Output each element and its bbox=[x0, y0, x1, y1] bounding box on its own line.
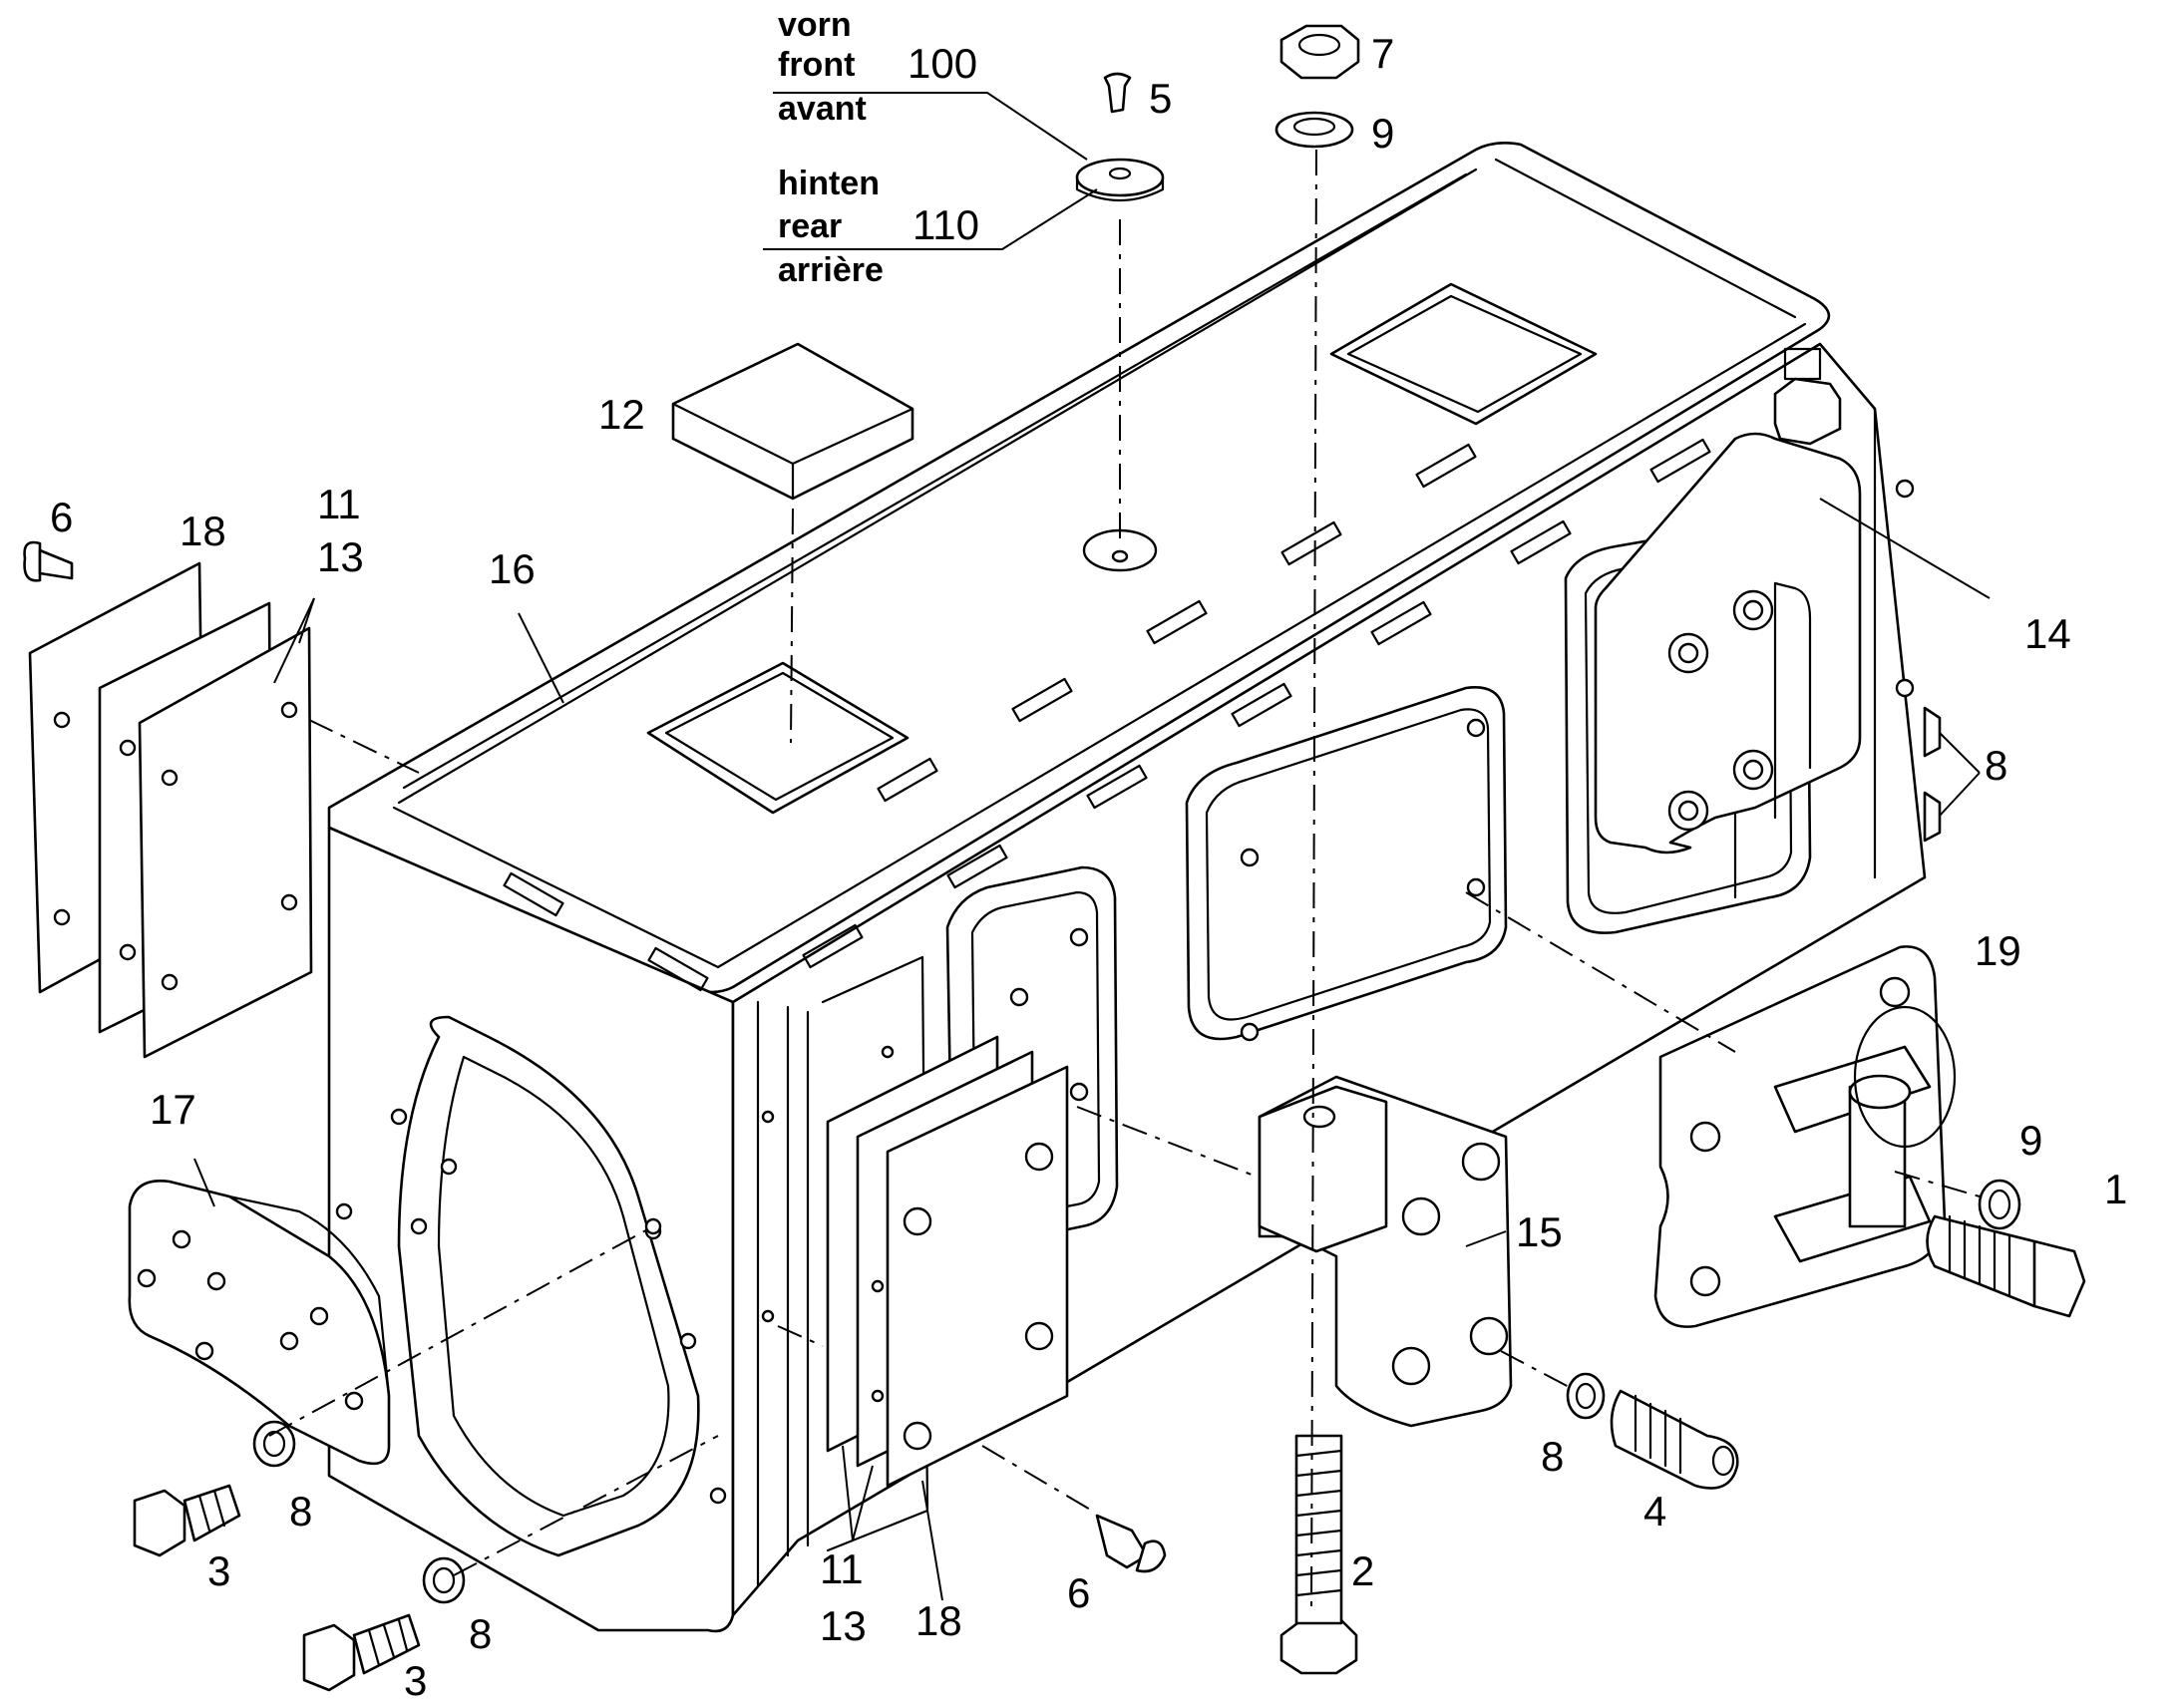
bracket-17 bbox=[128, 1179, 391, 1466]
callout-2: 2 bbox=[1351, 1547, 1374, 1594]
note-rear-de: hinten bbox=[778, 165, 880, 202]
callout-9-right: 9 bbox=[2019, 1117, 2042, 1164]
callout-12: 12 bbox=[598, 391, 645, 438]
note-front-de: vorn bbox=[778, 6, 852, 44]
mount-plate-14 bbox=[1594, 347, 1942, 854]
cover-plate-12 bbox=[671, 342, 914, 501]
callout-5: 5 bbox=[1149, 75, 1172, 122]
note-rear-fr: arrière bbox=[778, 251, 884, 289]
callout-9-top: 9 bbox=[1371, 110, 1394, 157]
callout-3-b: 3 bbox=[404, 1657, 427, 1704]
note-front: vorn front 100 avant bbox=[778, 6, 977, 128]
callout-17: 17 bbox=[150, 1086, 196, 1133]
callout-18-left: 18 bbox=[180, 508, 226, 554]
callout-14: 14 bbox=[2024, 610, 2071, 657]
callouts: 7 9 5 12 6 18 11 13 16 14 8 19 17 9 1 15… bbox=[50, 30, 2127, 1704]
callout-11-left: 11 bbox=[317, 481, 361, 527]
callout-13-front: 13 bbox=[820, 1602, 867, 1649]
note-rear: hinten rear 110 arrière bbox=[778, 165, 979, 289]
note-rear-en: rear bbox=[778, 207, 842, 245]
callout-6-lower: 6 bbox=[1067, 1569, 1090, 1616]
note-front-fr: avant bbox=[778, 90, 867, 128]
housing-16 bbox=[327, 142, 1927, 1633]
callout-8-right: 8 bbox=[1985, 742, 2007, 789]
bracket-19 bbox=[1653, 945, 1957, 1328]
callout-16: 16 bbox=[489, 545, 536, 592]
note-front-en: front bbox=[778, 46, 855, 84]
shim-plates-left bbox=[28, 561, 313, 1059]
callout-8-left-a: 8 bbox=[289, 1488, 312, 1535]
axis-lines bbox=[268, 149, 1981, 1616]
callout-15: 15 bbox=[1516, 1208, 1563, 1255]
leader-lines bbox=[193, 92, 1991, 1601]
callout-8-mid: 8 bbox=[1541, 1433, 1564, 1480]
callout-7: 7 bbox=[1371, 30, 1394, 77]
note-front-number: 100 bbox=[908, 40, 977, 87]
callout-8-left-b: 8 bbox=[469, 1610, 492, 1657]
hinge-tabs bbox=[503, 438, 1711, 992]
callout-3-a: 3 bbox=[207, 1547, 230, 1594]
fasteners bbox=[23, 24, 2086, 1692]
callout-19: 19 bbox=[1975, 927, 2021, 974]
callout-11-front: 11 bbox=[820, 1545, 864, 1592]
shim-plates-front bbox=[826, 1035, 1069, 1488]
callout-1: 1 bbox=[2104, 1166, 2127, 1212]
callout-18-front: 18 bbox=[915, 1597, 962, 1644]
callout-13-left: 13 bbox=[317, 533, 364, 580]
callout-6-left: 6 bbox=[50, 494, 73, 540]
note-rear-number: 110 bbox=[912, 201, 979, 248]
callout-4: 4 bbox=[1643, 1488, 1666, 1535]
bracket-15 bbox=[1258, 1075, 1513, 1428]
